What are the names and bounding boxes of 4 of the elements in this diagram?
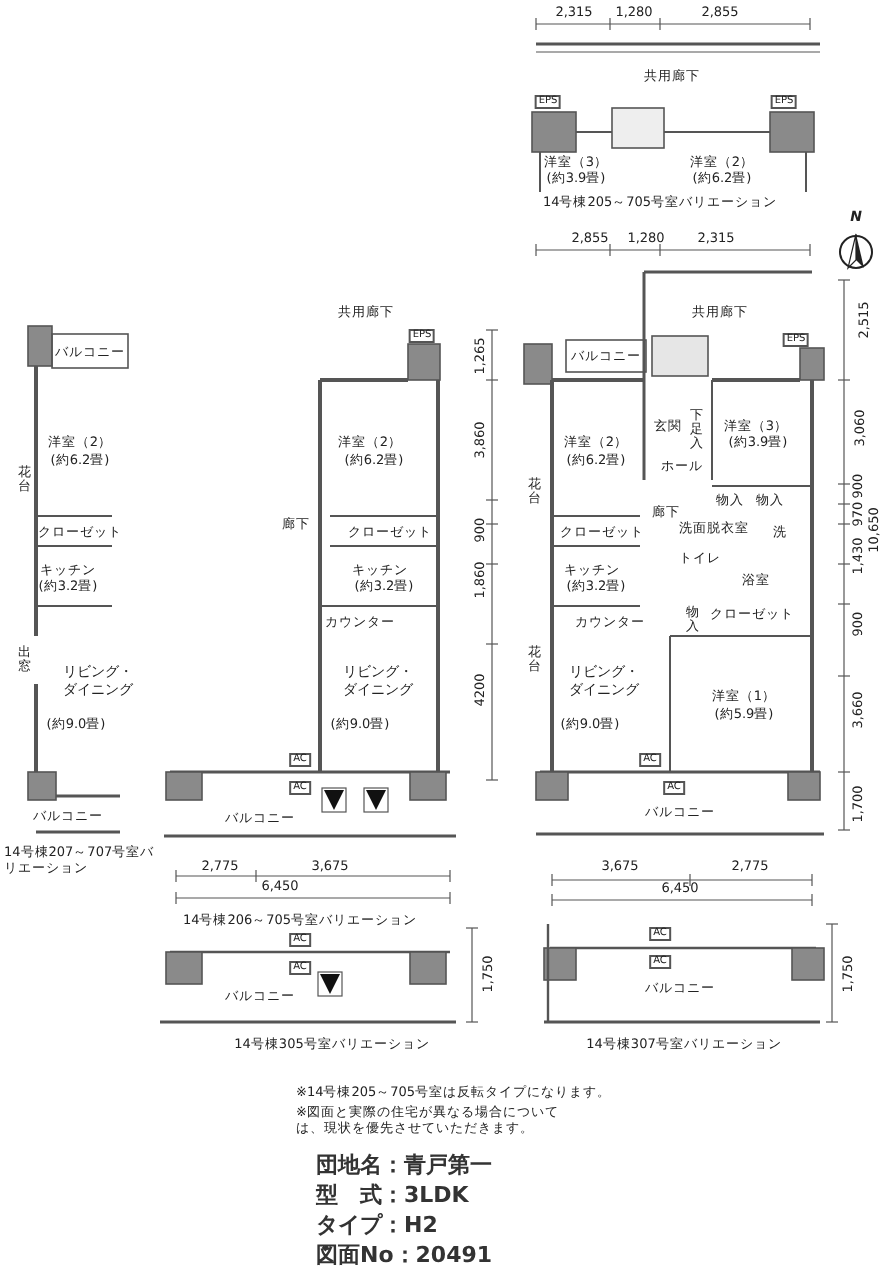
plan-info-text: タイプ：H2 — [316, 1214, 438, 1236]
plan-info-text: 図面No：20491 — [316, 1244, 493, 1266]
plan-info-text: 型 式：3LDK — [316, 1184, 469, 1206]
plan-info-text: 団地名：青戸第一 — [316, 1154, 492, 1176]
